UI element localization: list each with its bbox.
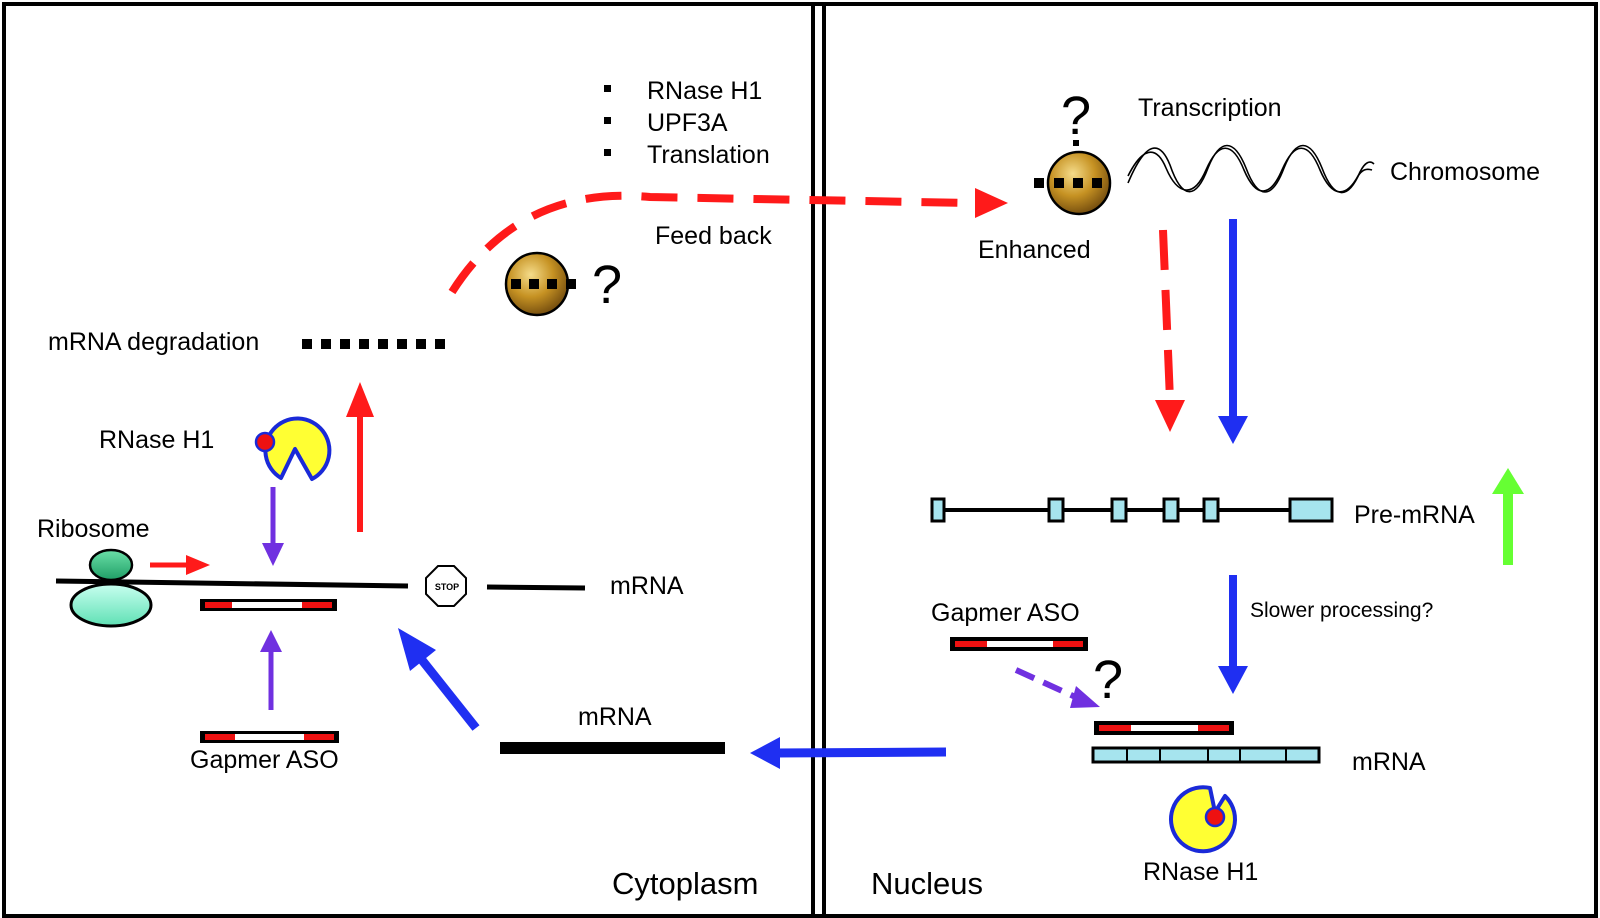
factor-dot: [566, 279, 576, 289]
pre-mrna-label: Pre-mRNA: [1354, 501, 1475, 529]
pre-mrna-structure: [930, 497, 1334, 523]
enhanced-transcription-arrow: [1159, 229, 1174, 401]
transcription-label: Transcription: [1138, 94, 1282, 122]
gapmer-aso-free-nuc: [950, 637, 1088, 651]
chromosome-label: Chromosome: [1390, 158, 1540, 186]
bullet-translation: Translation: [647, 141, 770, 169]
mrna-cyto-label: mRNA: [610, 572, 684, 600]
exported-mrna-bar: [500, 742, 725, 754]
feed-back-label: Feed back: [655, 222, 772, 250]
slower-processing-label: Slower processing?: [1250, 599, 1433, 622]
feedback-arrowhead: [975, 188, 1008, 218]
gapmer-aso-free-cyto: [200, 731, 339, 743]
mechanism-bullet-list: RNase H1 UPF3A Translation: [604, 77, 770, 169]
gapmer-binding-arrowhead: [260, 630, 282, 652]
stop-codon-sign: STOP: [425, 565, 467, 607]
rnase-h1-pacman-icon: [1169, 785, 1237, 854]
factor-dot: [511, 279, 521, 289]
rnase-h1-cyto-label: RNase H1: [99, 426, 214, 454]
factor-dot: [1073, 178, 1083, 188]
gapmer-aso-cyto-label: Gapmer ASO: [190, 746, 339, 774]
bullet-marker: [604, 149, 611, 156]
factor-dot: [1092, 178, 1102, 188]
nucleus-label: Nucleus: [871, 866, 983, 901]
ribosome-icon: [69, 548, 153, 628]
unknown-factor-cytoplasm: ?: [504, 251, 622, 317]
cytoplasm-label: Cytoplasm: [612, 866, 758, 901]
gapmer-aso-bound-nuc: [1094, 721, 1234, 735]
factor-dot: [1054, 178, 1064, 188]
rnase-h1-nuc-label: RNase H1: [1143, 858, 1258, 886]
bullet-rnase-h1: RNase H1: [647, 77, 762, 105]
question-mark: ?: [592, 255, 622, 315]
transcription-arrowhead: [1218, 416, 1248, 444]
factor-dot: [547, 279, 557, 289]
mrna-degradation-label: mRNA degradation: [48, 328, 259, 356]
mrna-to-cytoplasm-arrow: [414, 652, 480, 731]
factor-dot: [529, 279, 539, 289]
rnase-recruit-arrowhead: [262, 543, 284, 566]
question-mark: ?: [1061, 86, 1091, 146]
mrna-transport-label: mRNA: [578, 703, 652, 731]
cytoplasmic-mrna-strand: [55, 578, 409, 589]
pre-mrna-increase-arrowhead: [1492, 468, 1524, 494]
mrna-nuc-label: mRNA: [1352, 748, 1426, 776]
gapmer-nuclear-binding-arrowhead: [1070, 686, 1100, 708]
rnase-h1-pacman-icon: [254, 416, 332, 481]
nuclear-export-arrowhead: [750, 737, 780, 769]
bullet-marker: [604, 85, 611, 92]
factor-dot: [1073, 140, 1079, 146]
degradation-arrowhead: [346, 382, 374, 417]
question-mark: ?: [1093, 650, 1123, 710]
feedback-arrow: [448, 191, 971, 295]
processing-arrowhead: [1218, 666, 1248, 694]
factor-dot: [1034, 178, 1044, 188]
gapmer-aso-nuc-label: Gapmer ASO: [931, 599, 1080, 627]
enhanced-transcription-arrowhead: [1155, 400, 1185, 432]
cytoplasmic-mrna-strand-3prime: [486, 584, 586, 591]
gapmer-nuclear-binding-arrow: [1014, 667, 1084, 703]
enhanced-label: Enhanced: [978, 236, 1091, 264]
bullet-marker: [604, 117, 611, 124]
unknown-factor-nucleus: ?: [1034, 86, 1112, 216]
svg-text:STOP: STOP: [435, 582, 459, 592]
mrna-to-cytoplasm-arrowhead: [398, 628, 436, 671]
gapmer-aso-bound-cyto: [200, 599, 337, 611]
chromosome-helix-icon: [1127, 144, 1375, 194]
translation-direction-arrowhead: [186, 555, 210, 575]
bullet-upf3a: UPF3A: [647, 109, 728, 137]
nuclear-mrna-structure: [1091, 746, 1321, 764]
ribosome-label: Ribosome: [37, 515, 150, 543]
nuclear-export-arrow: [774, 747, 947, 758]
